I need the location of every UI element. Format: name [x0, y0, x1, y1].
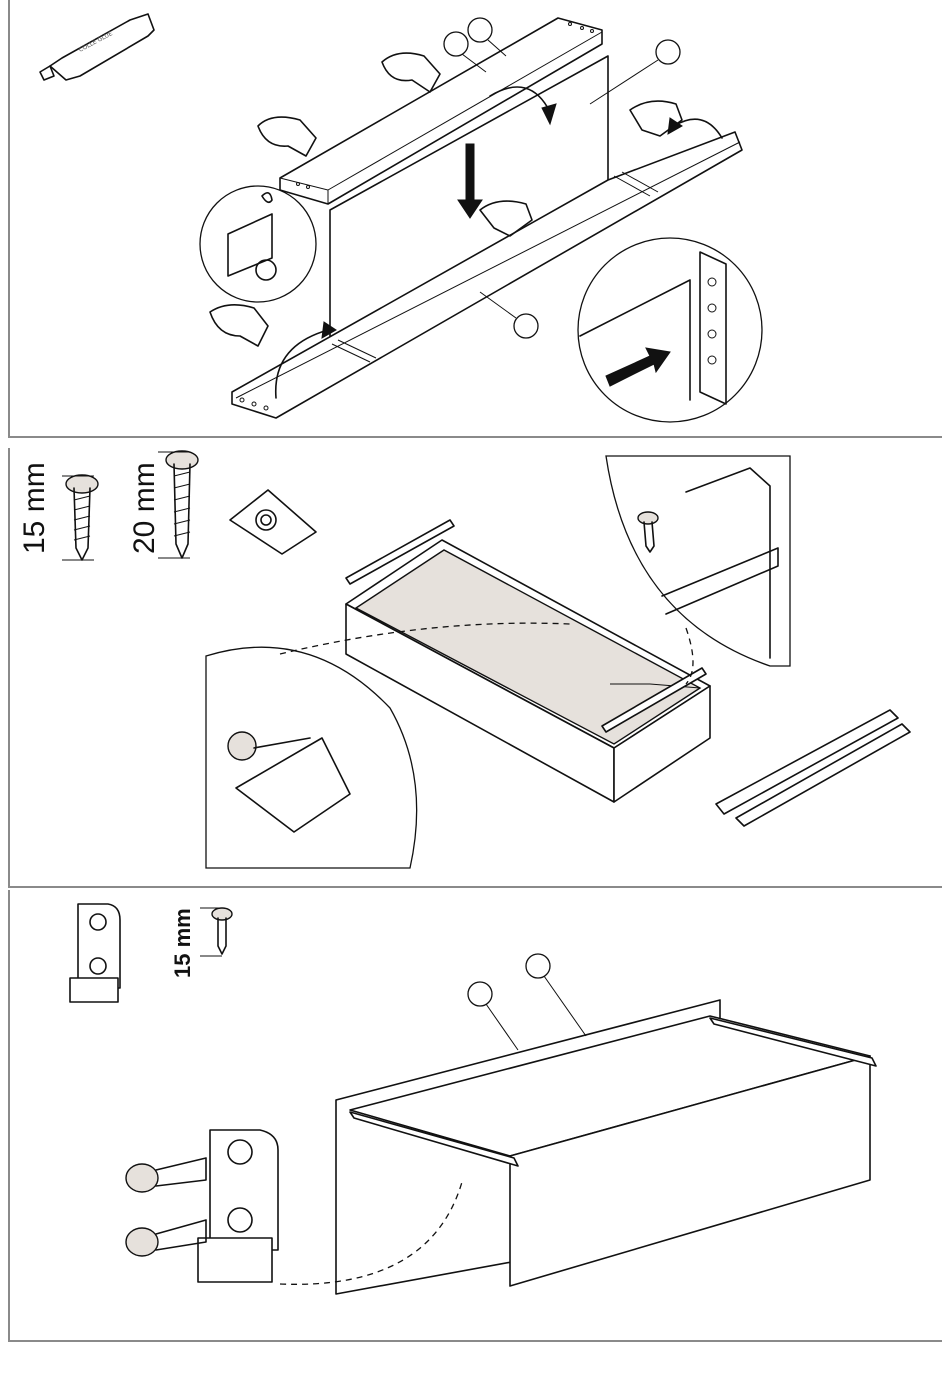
clip-detail	[126, 1130, 278, 1282]
step-panel-drawer-front-clips: 15 mm	[8, 890, 942, 1342]
step-panel-glue-assembly: COLLE GLUE	[8, 0, 942, 438]
glue-tube-icon: COLLE GLUE	[40, 14, 154, 80]
lift-arrow-icon-right	[674, 119, 722, 138]
glue-assembly-illustration: COLLE GLUE	[10, 0, 944, 438]
front-clip-icon	[70, 904, 120, 1002]
part-callout-f	[526, 954, 550, 978]
part-callout-e	[468, 982, 492, 1006]
dowel-detail-callout	[200, 186, 316, 302]
screw-length-label: 15 mm	[172, 908, 194, 978]
part-callout-c	[656, 40, 680, 64]
runner-screw-detail-callout	[606, 456, 790, 666]
part-callout-b	[468, 18, 492, 42]
drawer-front-clip-illustration	[10, 890, 944, 1342]
step-panel-drawer-runners: 15 mm 20 mm	[8, 448, 942, 888]
part-callout-d	[514, 314, 538, 338]
screw-short-length-label: 15 mm	[20, 462, 50, 554]
screw-15mm-icon-small	[200, 908, 232, 956]
part-callout-a	[444, 32, 468, 56]
detail-screw-top-icon	[126, 1158, 206, 1192]
screw-15mm-icon	[62, 475, 98, 560]
shelf-pin-detail-callout	[578, 238, 762, 422]
loose-runner-2	[736, 724, 910, 826]
loose-runner-1	[716, 710, 898, 814]
angle-block-detail-callout	[206, 647, 417, 868]
screw-long-length-label: 20 mm	[130, 462, 160, 554]
screw-20mm-icon	[158, 451, 198, 558]
detail-screw-bottom-icon	[126, 1220, 206, 1256]
angle-block-icon	[230, 490, 316, 554]
